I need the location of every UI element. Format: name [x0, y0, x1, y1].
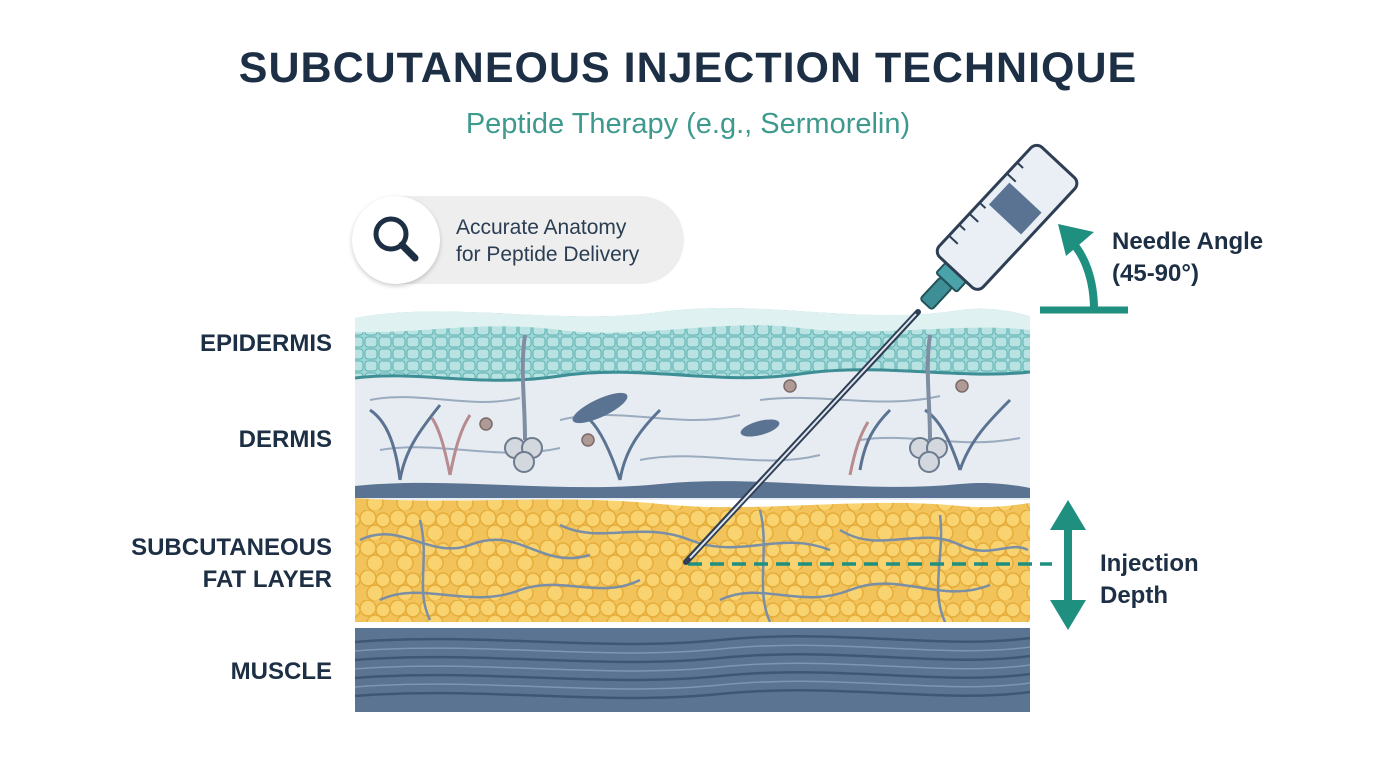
injection-depth-arrow	[1050, 500, 1086, 630]
syringe	[683, 143, 1079, 565]
needle-angle-label: Needle Angle (45-90°)	[1112, 226, 1263, 290]
label-dermis: DERMIS	[238, 426, 332, 453]
anatomy-callout: Accurate Anatomy for Peptide Delivery	[352, 196, 684, 284]
label-subcutaneous-fat: SUBCUTANEOUS FAT LAYER	[131, 532, 332, 596]
callout-text: Accurate Anatomy for Peptide Delivery	[456, 214, 639, 268]
magnifying-glass-icon	[352, 196, 440, 284]
label-muscle: MUSCLE	[230, 658, 332, 685]
page-title: SUBCUTANEOUS INJECTION TECHNIQUE	[238, 44, 1138, 92]
needle-angle-line-1: Needle Angle	[1112, 228, 1264, 255]
label-fat-line-2: FAT LAYER	[202, 566, 332, 593]
needle-angle-line-2: (45-90°)	[1112, 260, 1199, 287]
injection-depth-label: Injection Depth	[1100, 548, 1199, 612]
injection-depth-line-2: Depth	[1100, 582, 1168, 609]
needle-angle-arrow	[1040, 224, 1128, 314]
label-fat-line-1: SUBCUTANEOUS	[131, 534, 332, 561]
page-subtitle: Peptide Therapy (e.g., Sermorelin)	[465, 108, 911, 140]
label-epidermis: EPIDERMIS	[199, 330, 332, 357]
injection-depth-line-1: Injection	[1100, 550, 1199, 577]
callout-line-2: for Peptide Delivery	[456, 243, 640, 266]
subcutaneous-fat-layer	[355, 498, 1030, 625]
callout-line-1: Accurate Anatomy	[456, 216, 627, 239]
